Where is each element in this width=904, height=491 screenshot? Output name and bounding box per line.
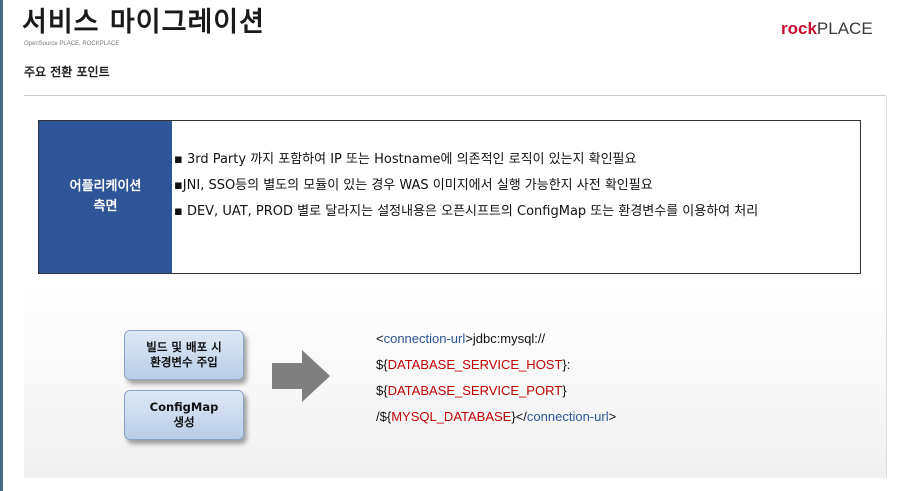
rockplace-logo: rockPLACE (781, 19, 873, 38)
code-line: ${DATABASE_SERVICE_PORT} (376, 383, 567, 398)
section-heading: 주요 전환 포인트 (24, 65, 110, 79)
bullet-item: ▪JNI, SSO등의 별도의 모듈이 있는 경우 WAS 이미지에서 실행 가… (174, 178, 653, 193)
bullet-item: ▪ 3rd Party 까지 포함하여 IP 또는 Hostname에 의존적인… (174, 152, 637, 167)
right-arrow-icon (272, 350, 330, 402)
application-aspect-box: 어플리케이션 측면 ▪ 3rd Party 까지 포함하여 IP 또는 Host… (38, 120, 861, 274)
left-edge-bar (0, 0, 3, 491)
connection-url-snippet: <connection-url>jdbc:mysql:// ${DATABASE… (376, 326, 616, 430)
configmap-create-step: ConfigMap 생성 (124, 390, 244, 440)
build-deploy-env-step: 빌드 및 배포 시 환경변수 주입 (124, 330, 244, 380)
code-line: /${MYSQL_DATABASE}</connection-url> (376, 409, 617, 424)
code-line: <connection-url>jdbc:mysql:// (376, 331, 546, 346)
aspect-bullet-list: ▪ 3rd Party 까지 포함하여 IP 또는 Hostname에 의존적인… (174, 147, 854, 225)
aspect-header-line2: 측면 (93, 199, 118, 214)
subtitle-credit: OpenSource PLACE, ROCKPLACE (24, 41, 120, 47)
header-divider (24, 95, 886, 96)
aspect-header-line1: 어플리케이션 (69, 179, 142, 194)
bullet-item: ▪ DEV, UAT, PROD 별로 달라지는 설정내용은 오픈시프트의 Co… (174, 204, 759, 219)
aspect-header: 어플리케이션 측면 (39, 121, 172, 273)
page-title: 서비스 마이그레이션 (22, 7, 265, 38)
code-line: ${DATABASE_SERVICE_HOST}: (376, 357, 571, 372)
